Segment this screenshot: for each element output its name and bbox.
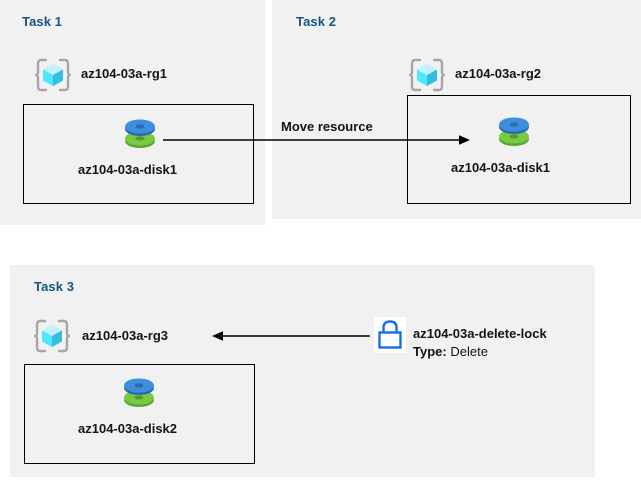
panel-task-1	[0, 0, 265, 225]
lock-name-label: az104-03a-delete-lock	[413, 326, 547, 341]
resource-label-task-2: az104-03a-disk1	[451, 160, 551, 175]
panel-task-2	[272, 0, 641, 219]
managed-disk-glyph	[124, 378, 154, 407]
move-resource-label: Move resource	[281, 119, 373, 134]
resource-group-glyph	[31, 319, 73, 353]
managed-disk-icon	[119, 371, 159, 413]
resource-group-glyph	[406, 58, 448, 92]
lock-link-arrow	[212, 331, 370, 341]
move-resource-arrow	[163, 135, 470, 145]
lock-type-row: Type: Delete	[413, 344, 488, 359]
panel-title-task-3: Task 3	[34, 279, 75, 294]
resource-label-task-1: az104-03a-disk1	[78, 162, 178, 177]
resource-group-label-task-1: az104-03a-rg1	[81, 66, 167, 81]
managed-disk-glyph	[125, 119, 155, 148]
resource-group-icon	[32, 57, 74, 93]
resource-group-label-task-3: az104-03a-rg3	[82, 328, 168, 343]
lock-type-key: Type:	[413, 344, 447, 359]
resource-box-task-1	[23, 104, 254, 204]
lock-glyph	[378, 320, 402, 349]
resource-group-label-task-2: az104-03a-rg2	[455, 66, 541, 81]
lock-icon	[374, 317, 406, 353]
resource-label-task-3: az104-03a-disk2	[78, 421, 178, 436]
resource-box-task-2	[407, 95, 631, 204]
managed-disk-glyph	[499, 117, 529, 146]
lock-type-value: Delete	[450, 344, 488, 359]
resource-group-icon	[406, 57, 448, 93]
managed-disk-icon	[494, 110, 534, 152]
panel-title-task-1: Task 1	[22, 14, 63, 29]
resource-group-glyph	[32, 58, 74, 92]
managed-disk-icon	[120, 112, 160, 154]
resource-box-task-3	[24, 364, 255, 464]
panel-title-task-2: Task 2	[296, 14, 337, 29]
panel-task-3	[10, 265, 595, 477]
resource-group-icon	[31, 318, 73, 354]
